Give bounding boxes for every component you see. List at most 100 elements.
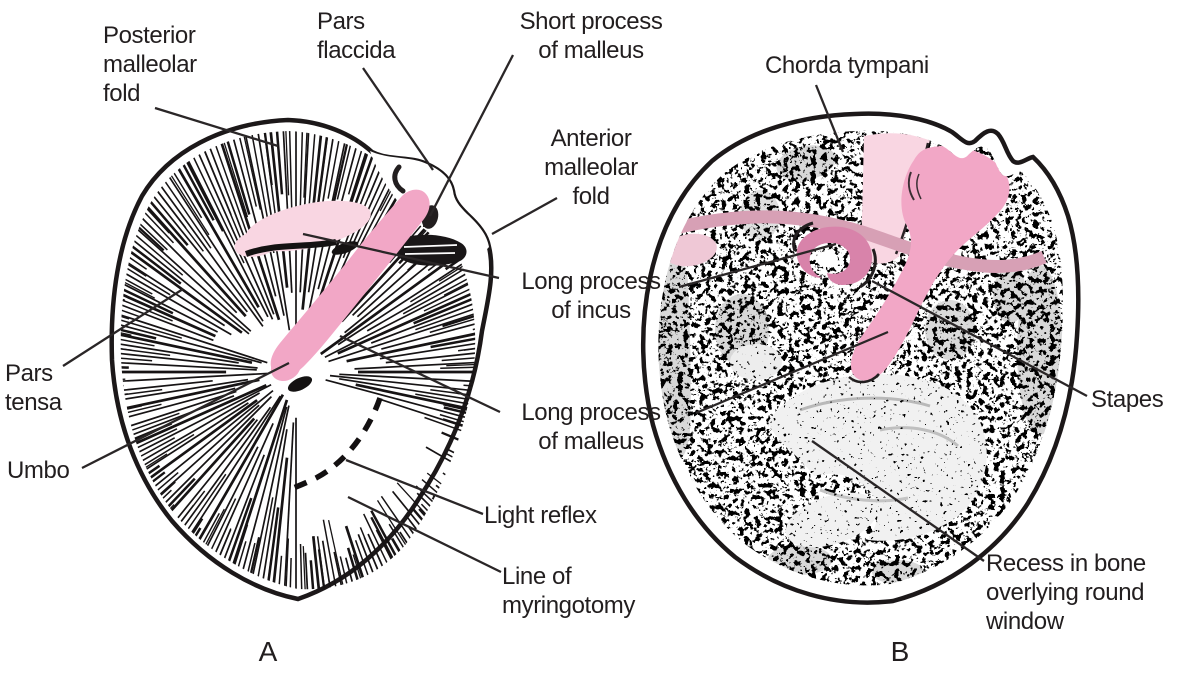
striation-line (423, 258, 476, 312)
striation-line (320, 216, 476, 356)
striation-line (141, 159, 264, 327)
striation-line (418, 507, 473, 568)
leader-line (62, 288, 184, 367)
leader-line (695, 330, 889, 415)
striation-line (328, 290, 476, 363)
striation-line (443, 406, 476, 435)
striation-line (441, 350, 476, 362)
umbo-tip (270, 352, 302, 382)
striation-line (281, 131, 293, 293)
striation-line (254, 429, 288, 590)
drum-a-illustration (46, 117, 494, 602)
leader-line (339, 334, 501, 414)
striation-line (463, 384, 476, 394)
striation-line (261, 131, 273, 186)
leader-line (428, 54, 515, 217)
striation-line (120, 428, 178, 486)
striation-line (390, 537, 429, 590)
leader-line (678, 242, 837, 289)
striation-line (120, 316, 253, 365)
label-stapes: Stapes (1091, 386, 1164, 413)
striation-line (213, 131, 281, 321)
slit-highlights (403, 244, 458, 255)
striation-line (299, 131, 311, 293)
striation-line (439, 413, 476, 448)
drum-a-ossicles (234, 189, 430, 392)
leader-line (491, 196, 558, 236)
fold-shadow-stroke (244, 239, 337, 257)
striation-line (120, 383, 272, 492)
striation-line (363, 513, 410, 590)
striation-line (267, 131, 289, 288)
striation-line (120, 388, 163, 407)
striation-line (188, 132, 274, 320)
striation-line (461, 458, 476, 494)
striation-line (303, 131, 309, 198)
striation-line (304, 552, 311, 590)
striation-line (120, 290, 268, 364)
striation-line (120, 246, 153, 295)
striation-line (120, 399, 258, 528)
leader-line (811, 440, 985, 562)
umbo-shadow (287, 376, 313, 392)
leader-line (347, 495, 502, 574)
striation-line (336, 131, 358, 200)
striation-line (120, 228, 226, 327)
striation-line (152, 151, 264, 322)
striation-line (274, 131, 284, 195)
striation-line (120, 296, 183, 339)
striation-line (442, 292, 476, 328)
myringotomy-dashes (287, 397, 383, 493)
striation-line (120, 383, 267, 480)
striation-line (391, 490, 462, 577)
striation-line (120, 337, 171, 357)
striation-line (120, 378, 249, 414)
striation-line (120, 378, 260, 428)
striation-line (329, 374, 476, 401)
striation-line (375, 529, 416, 590)
striation-line (472, 378, 476, 386)
striation-line (413, 270, 476, 325)
striation-line (46, 428, 117, 450)
striation-line (120, 330, 239, 364)
label-pars-flaccida: Pars flaccida (317, 8, 396, 64)
striation-line (415, 485, 476, 553)
panel-letter-b: B (890, 636, 910, 667)
striation-line (125, 513, 176, 572)
striation-line (120, 372, 268, 387)
label-posterior-malleolar-fold: Posterior malleolar fold (103, 22, 197, 107)
striation-line (120, 303, 262, 364)
striation-line (399, 531, 440, 590)
striation-line (120, 481, 176, 550)
striation-line (120, 379, 213, 401)
striation-line (430, 388, 476, 407)
striation-line (402, 246, 476, 315)
striation-line (381, 303, 476, 350)
label-line-of-myringotomy: Line of myringotomy (502, 563, 635, 619)
striation-line (120, 252, 218, 333)
striation-line (120, 412, 180, 461)
chorda-tympani-nerve (661, 210, 1047, 273)
striation-line (120, 392, 261, 504)
striation-line (344, 557, 365, 590)
striation-line (339, 373, 476, 387)
striation-line (327, 519, 353, 590)
leader-lines (62, 54, 1088, 574)
striation-line (120, 206, 250, 335)
striation-line (120, 455, 135, 494)
striation-line (120, 277, 214, 342)
label-light-reflex: Light reflex (484, 502, 597, 529)
striation-line (120, 387, 236, 441)
striation-line (438, 231, 476, 282)
striation-line (299, 543, 304, 590)
striation-line (321, 540, 338, 590)
striation-line (120, 323, 155, 347)
striation-line (120, 201, 184, 276)
striation-line (267, 457, 289, 590)
striation-line (415, 393, 476, 421)
striation-line (120, 283, 141, 318)
striation-line (120, 258, 174, 315)
striation-line (288, 557, 292, 590)
